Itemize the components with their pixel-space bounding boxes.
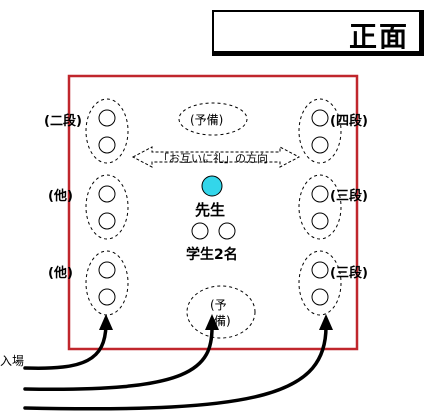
entrance-path-center [23,323,214,392]
seat [98,212,116,230]
seat [98,109,116,127]
label-reserve-top: (予備) [190,113,224,127]
label-left-mid: (他) [48,189,73,204]
label-left-bot: (他) [48,266,73,281]
seat [98,185,116,203]
front-label: 正面 [348,20,409,53]
teacher-dot [201,175,223,197]
label-bow-direction: 「お互いに礼」の方向 [158,152,268,165]
seat [98,136,116,154]
label-entrance: 入場 [0,354,25,368]
seat [311,185,329,203]
seat [98,261,116,279]
seat [311,109,329,127]
group-left-top [85,98,129,164]
group-left-mid [85,174,129,240]
student-seat [218,222,236,240]
label-right-bot: (三段) [330,266,368,281]
seat [311,261,329,279]
entrance-path-left [23,323,108,370]
student-seat [191,222,209,240]
seat [98,288,116,306]
label-teacher: 先生 [195,201,226,219]
group-right-bot [298,250,342,316]
arrowhead-icon [319,314,333,330]
room-boundary [67,74,359,351]
arrowhead-icon [205,314,219,330]
seat [311,212,329,230]
bow-direction-arrow [131,146,301,168]
seat [311,136,329,154]
group-right-mid [298,174,342,240]
label-right-mid: (三段) [330,189,368,204]
seat [311,288,329,306]
group-left-bot [85,250,129,316]
label-right-top: (四段) [330,114,368,129]
arrowhead-icon [99,314,113,330]
front-label-box: 正面 [212,10,424,56]
label-left-top: (二段) [44,114,82,129]
label-reserve-bottom-1: (予 [210,298,227,312]
group-right-top [298,98,342,164]
entrance-path-right [23,323,328,411]
label-students: 学生2名 [186,247,238,263]
label-reserve-bottom-2: 備) [214,314,231,328]
reserve-top-outline [178,102,248,136]
reserve-bottom-outline [186,285,256,339]
